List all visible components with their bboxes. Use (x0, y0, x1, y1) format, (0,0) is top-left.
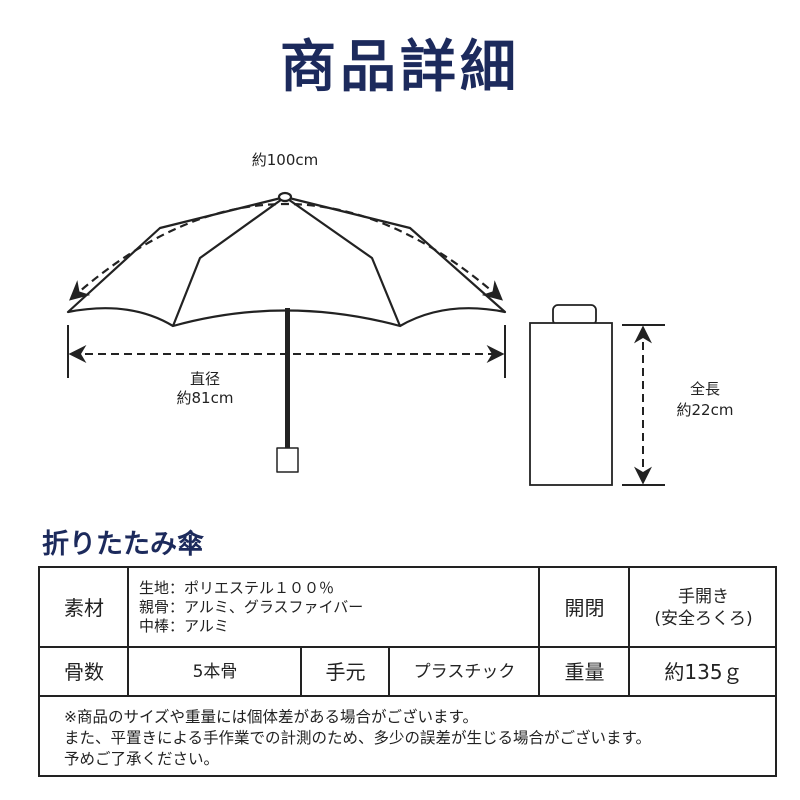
note-line: 予めご了承ください。 (64, 750, 220, 768)
material-label: 素材 (64, 595, 104, 620)
umbrella-diagram (66, 191, 665, 486)
circumference-label: 約100cm (251, 151, 319, 169)
note-line: ※商品のサイズや重量には個体差がある場合がございます。 (64, 708, 478, 726)
open-umbrella-icon (66, 191, 507, 473)
length-value: 約22cm (676, 401, 734, 419)
material-line: 中棒：アルミ (139, 617, 229, 635)
open-value-line: 手開き (677, 586, 729, 607)
ribs-label: 骨数 (64, 660, 104, 684)
diameter-arrow (67, 325, 506, 378)
folded-umbrella-icon (529, 304, 613, 486)
circumference-arrow (69, 203, 503, 301)
length-label: 全長 (689, 380, 720, 398)
material-value: 生地：ポリエステル１００％ 親骨：アルミ、グラスファイバー 中棒：アルミ (129, 568, 539, 647)
ribs-value: 5本骨 (192, 662, 238, 682)
diameter-value: 約81cm (176, 389, 234, 407)
material-line: 生地：ポリエステル１００％ (139, 579, 335, 597)
material-line: 親骨：アルミ、グラスファイバー (139, 598, 364, 616)
open-value: 手開き (安全ろくろ) (630, 568, 777, 647)
handle-label: 手元 (325, 660, 366, 684)
spec-table: 素材 生地：ポリエステル１００％ 親骨：アルミ、グラスファイバー 中棒：アルミ … (38, 566, 777, 777)
weight-label: 重量 (564, 660, 605, 684)
section-title: 折りたたみ傘 (42, 529, 204, 560)
note-line: また、平置きによる手作業での計測のため、多少の誤差が生じる場合がございます。 (64, 729, 651, 747)
diameter-label: 直径 (189, 370, 220, 388)
open-value-line: (安全ろくろ) (654, 608, 753, 629)
length-arrow (622, 324, 665, 486)
weight-value: 約135ｇ (664, 660, 743, 684)
handle-value: プラスチック (413, 662, 516, 682)
disclaimer-note: ※商品のサイズや重量には個体差がある場合がございます。 また、平置きによる手作業… (40, 697, 777, 777)
page-title: 商品詳細 (280, 35, 520, 100)
open-label: 開閉 (564, 595, 605, 620)
